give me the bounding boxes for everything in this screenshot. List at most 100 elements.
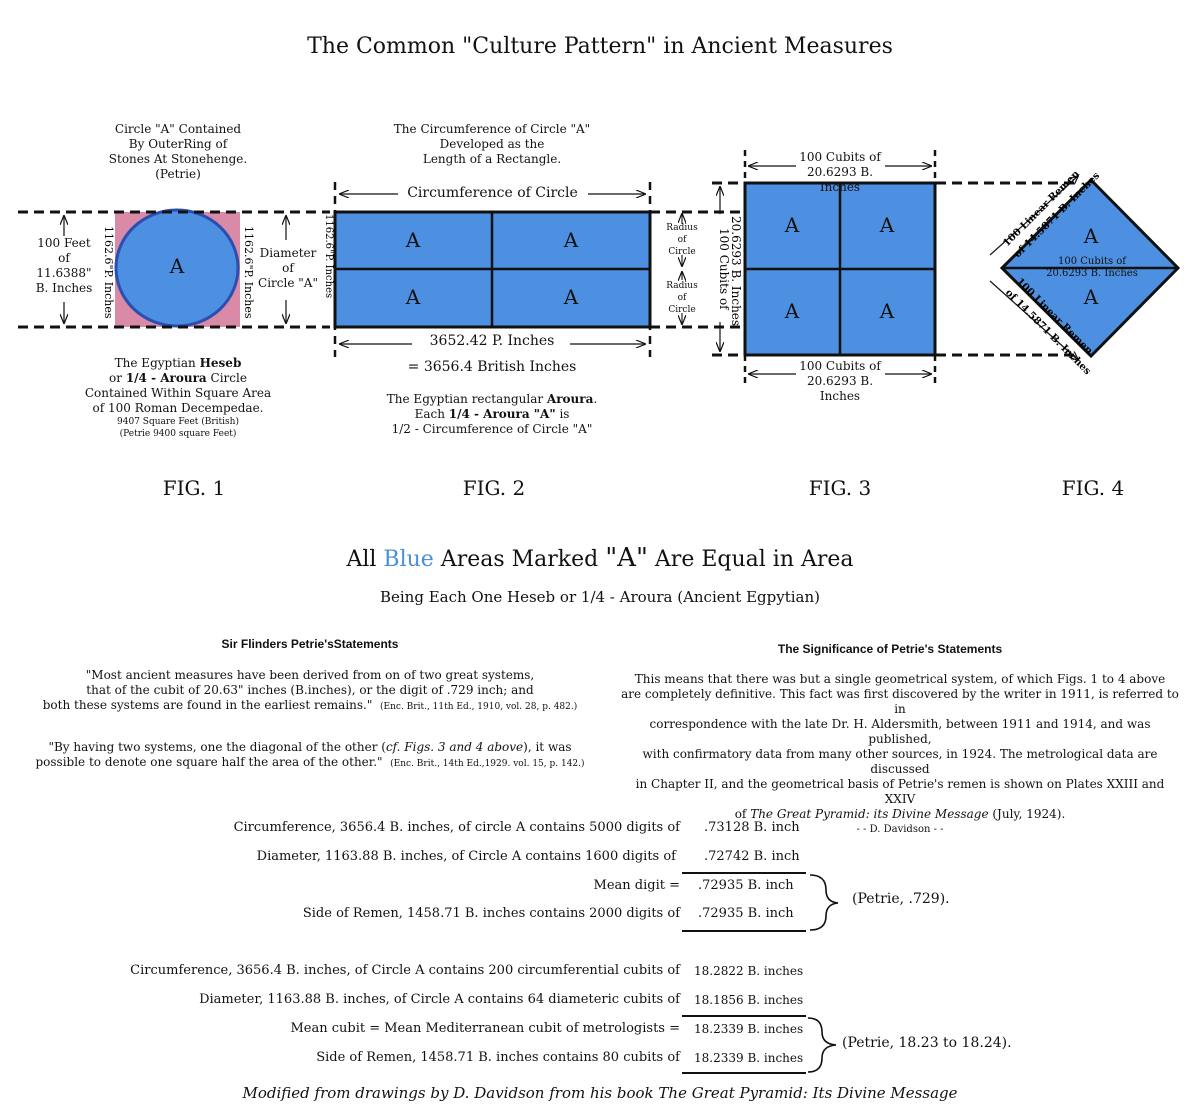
fig1-caption-bottom-line: Contained Within Square Area bbox=[84, 386, 272, 400]
petrie-heading: Sir Flinders Petrie'sStatements bbox=[221, 637, 399, 651]
headline-post: Are Equal in Area bbox=[647, 547, 854, 572]
fig2-caption-bottom-line: 1/2 - Circumference of Circle "A" bbox=[391, 422, 593, 436]
cubits-row-label: Circumference, 3656.4 B. inches, of Circ… bbox=[130, 963, 680, 978]
digits-brace bbox=[809, 874, 839, 931]
digits-row-value: .73128 B. inch bbox=[704, 820, 800, 835]
fig1-caption-bottom-line: The Egyptian Heseb bbox=[78, 356, 278, 371]
cubits-note: (Petrie, 18.23 to 18.24). bbox=[842, 1035, 1012, 1051]
fig4-diag-label: 100 Cubits of 20.6293 B. Inches bbox=[1040, 256, 1144, 280]
fig1-circle-letter: A bbox=[169, 254, 185, 278]
fig1-diagram: 1162.6"P. Inches 1162.6"P. Inches bbox=[18, 208, 330, 329]
petrie-quote-line: that of the cubit of 20.63" inches (B.in… bbox=[86, 683, 534, 697]
significance-line: with confirmatory data from many other s… bbox=[642, 747, 1158, 776]
petrie-q2-line2: possible to denote one square half the a… bbox=[35, 755, 383, 769]
fig3-cell-letter: A bbox=[879, 299, 895, 323]
cubits-brace bbox=[807, 1017, 837, 1073]
fig2-cb2-pre: Each bbox=[414, 407, 449, 421]
fig3-cell-letter: A bbox=[784, 299, 800, 323]
fig2-radius-line: of bbox=[677, 293, 687, 303]
headline-pre: All bbox=[346, 547, 384, 572]
fig2-radius-line: Radius bbox=[666, 223, 698, 233]
fig2-caption-top: The Circumference of Circle "A" Develope… bbox=[372, 122, 612, 167]
fig-label-3: FIG. 3 bbox=[808, 476, 872, 500]
significance-line: of The Great Pyramid: its Divine Message… bbox=[620, 807, 1180, 822]
fig3-top-label-line: 20.6293 B. Inches bbox=[806, 165, 874, 194]
fig1-left-label: 100 Feet of 11.6388" B. Inches bbox=[18, 236, 110, 296]
fig2-caption-bottom-line: Each 1/4 - Aroura "A" is bbox=[372, 407, 612, 422]
fig2-radius-line: Radius bbox=[666, 281, 698, 291]
fig1-caption-line: Circle "A" Contained bbox=[114, 122, 242, 136]
petrie-q2-ital: cf. Figs. 3 and 4 above bbox=[385, 740, 524, 754]
fig3-bottom-label-line: 20.6293 B. Inches bbox=[806, 374, 874, 403]
fig1-diameter-line: of bbox=[282, 261, 294, 275]
digits-row-value: .72935 B. inch bbox=[698, 906, 794, 921]
digits-row-value: .72742 B. inch bbox=[704, 849, 800, 864]
fig2-cb1-pre: The Egyptian rectangular bbox=[386, 392, 547, 406]
fig4-cell-letter: A bbox=[1083, 224, 1099, 248]
fig2-cell-letter: A bbox=[563, 285, 579, 309]
fig4-cell-letter: A bbox=[1083, 285, 1099, 309]
fig1-caption-bottom: The Egyptian Heseb or 1/4 - Aroura Circl… bbox=[78, 356, 278, 440]
significance-last-post: (July, 1924). bbox=[988, 807, 1066, 821]
fig2-caption-bottom: The Egyptian rectangular Aroura. Each 1/… bbox=[372, 392, 612, 437]
headline: All Blue Areas Marked "A" Are Equal in A… bbox=[0, 543, 1200, 573]
headline-blue-word: Blue bbox=[383, 547, 434, 572]
cubits-row-value: 18.1856 B. inches bbox=[694, 993, 804, 1007]
fig2-caption-line: Length of a Rectangle. bbox=[422, 152, 562, 166]
petrie-q2-post: ), it was bbox=[523, 740, 572, 754]
fig1-cb-bold: Heseb bbox=[199, 356, 242, 370]
petrie-quote-line: both these systems are found in the earl… bbox=[20, 698, 600, 715]
fig2-caption-line: Developed as the bbox=[439, 137, 545, 151]
fig2-circumference-label: Circumference of Circle bbox=[407, 185, 578, 201]
petrie-quote-ref: (Enc. Brit., 11th Ed., 1910, vol. 28, p.… bbox=[380, 702, 578, 712]
fig4-diag-label-line: 20.6293 B. Inches bbox=[1046, 268, 1138, 279]
fig-label-1: FIG. 1 bbox=[162, 476, 226, 500]
fig-label-2: FIG. 2 bbox=[462, 476, 526, 500]
fig1-caption-line: By OuterRing of bbox=[128, 137, 228, 151]
fig2-side-label: 1162.6"P. Inches bbox=[323, 214, 334, 298]
fig2-caption-bottom-line: The Egyptian rectangular Aroura. bbox=[372, 392, 612, 407]
fig1-cb2-pre: or bbox=[109, 371, 126, 385]
petrie-q2-pre: "By having two systems, one the diagonal… bbox=[48, 740, 386, 754]
headline-mid: Areas Marked bbox=[433, 547, 606, 572]
fig3-diagram: 20.6293 B. Inches 100 Cubits of bbox=[712, 150, 1080, 388]
petrie-quote-1: "Most ancient measures have been derived… bbox=[20, 668, 600, 715]
fig2-cb1-bold: Aroura bbox=[546, 392, 594, 406]
significance-book-title: The Great Pyramid: its Divine Message bbox=[750, 807, 989, 821]
significance-signature: - - D. Davidson - - bbox=[856, 824, 944, 835]
fig1-left-label-line: B. Inches bbox=[35, 281, 93, 295]
fig2-cell-letter: A bbox=[405, 228, 421, 252]
fig1-diameter-line: Circle "A" bbox=[258, 276, 318, 290]
fig2-length-p: 3652.42 P. Inches bbox=[429, 333, 555, 349]
fig2-diagram: 1162.6"P. Inches bbox=[323, 182, 740, 357]
fig1-left-label-line: 11.6388" bbox=[36, 266, 92, 280]
subhead: Being Each One Heseb or 1/4 - Aroura (An… bbox=[379, 588, 821, 606]
fig1-cb2-bold: 1/4 - Aroura bbox=[125, 371, 207, 385]
digits-row-label: Side of Remen, 1458.71 B. inches contain… bbox=[302, 906, 680, 921]
page-title: The Common "Culture Pattern" in Ancient … bbox=[307, 34, 893, 59]
figures-diagram: 1162.6"P. Inches 1162.6"P. Inches 1162.6… bbox=[18, 150, 1181, 388]
fig1-side-label-left: 1162.6"P. Inches bbox=[102, 226, 115, 319]
significance-last-pre: of bbox=[734, 807, 751, 821]
cubits-row-value: 18.2339 B. inches bbox=[694, 1022, 804, 1036]
fig1-diameter-line: Diameter bbox=[259, 246, 317, 260]
petrie-quote-2: "By having two systems, one the diagonal… bbox=[20, 740, 600, 772]
petrie-quote-line: "Most ancient measures have been derived… bbox=[85, 668, 535, 682]
fig1-circle-a bbox=[114, 208, 240, 328]
footer-credit: Modified from drawings by D. Davidson fr… bbox=[242, 1084, 958, 1102]
digits-note: (Petrie, .729). bbox=[852, 891, 950, 907]
petrie-q2-ref: (Enc. Brit., 14th Ed.,1929. vol. 15, p. … bbox=[390, 759, 585, 769]
significance-heading: The Significance of Petrie's Statements bbox=[777, 642, 1003, 656]
petrie-quote-text: both these systems are found in the earl… bbox=[42, 698, 373, 712]
fig3-top-label: 100 Cubits of 20.6293 B. Inches bbox=[785, 150, 895, 195]
fig1-cb-pre: The Egyptian bbox=[114, 356, 200, 370]
fig2-cb2-post: is bbox=[555, 407, 570, 421]
fig1-caption-bottom-line: of 100 Roman Decempedae. bbox=[92, 401, 264, 415]
fig3-cell-letter: A bbox=[784, 213, 800, 237]
fig2-radius-line: of bbox=[677, 235, 687, 245]
digits-row-label: Mean digit = bbox=[593, 878, 680, 893]
fig2-length-b: = 3656.4 British Inches bbox=[407, 359, 577, 375]
fig3-cell-letter: A bbox=[879, 213, 895, 237]
fig2-cb1-post: . bbox=[593, 392, 598, 406]
fig4-diag-label-line: 100 Cubits of bbox=[1057, 256, 1126, 267]
